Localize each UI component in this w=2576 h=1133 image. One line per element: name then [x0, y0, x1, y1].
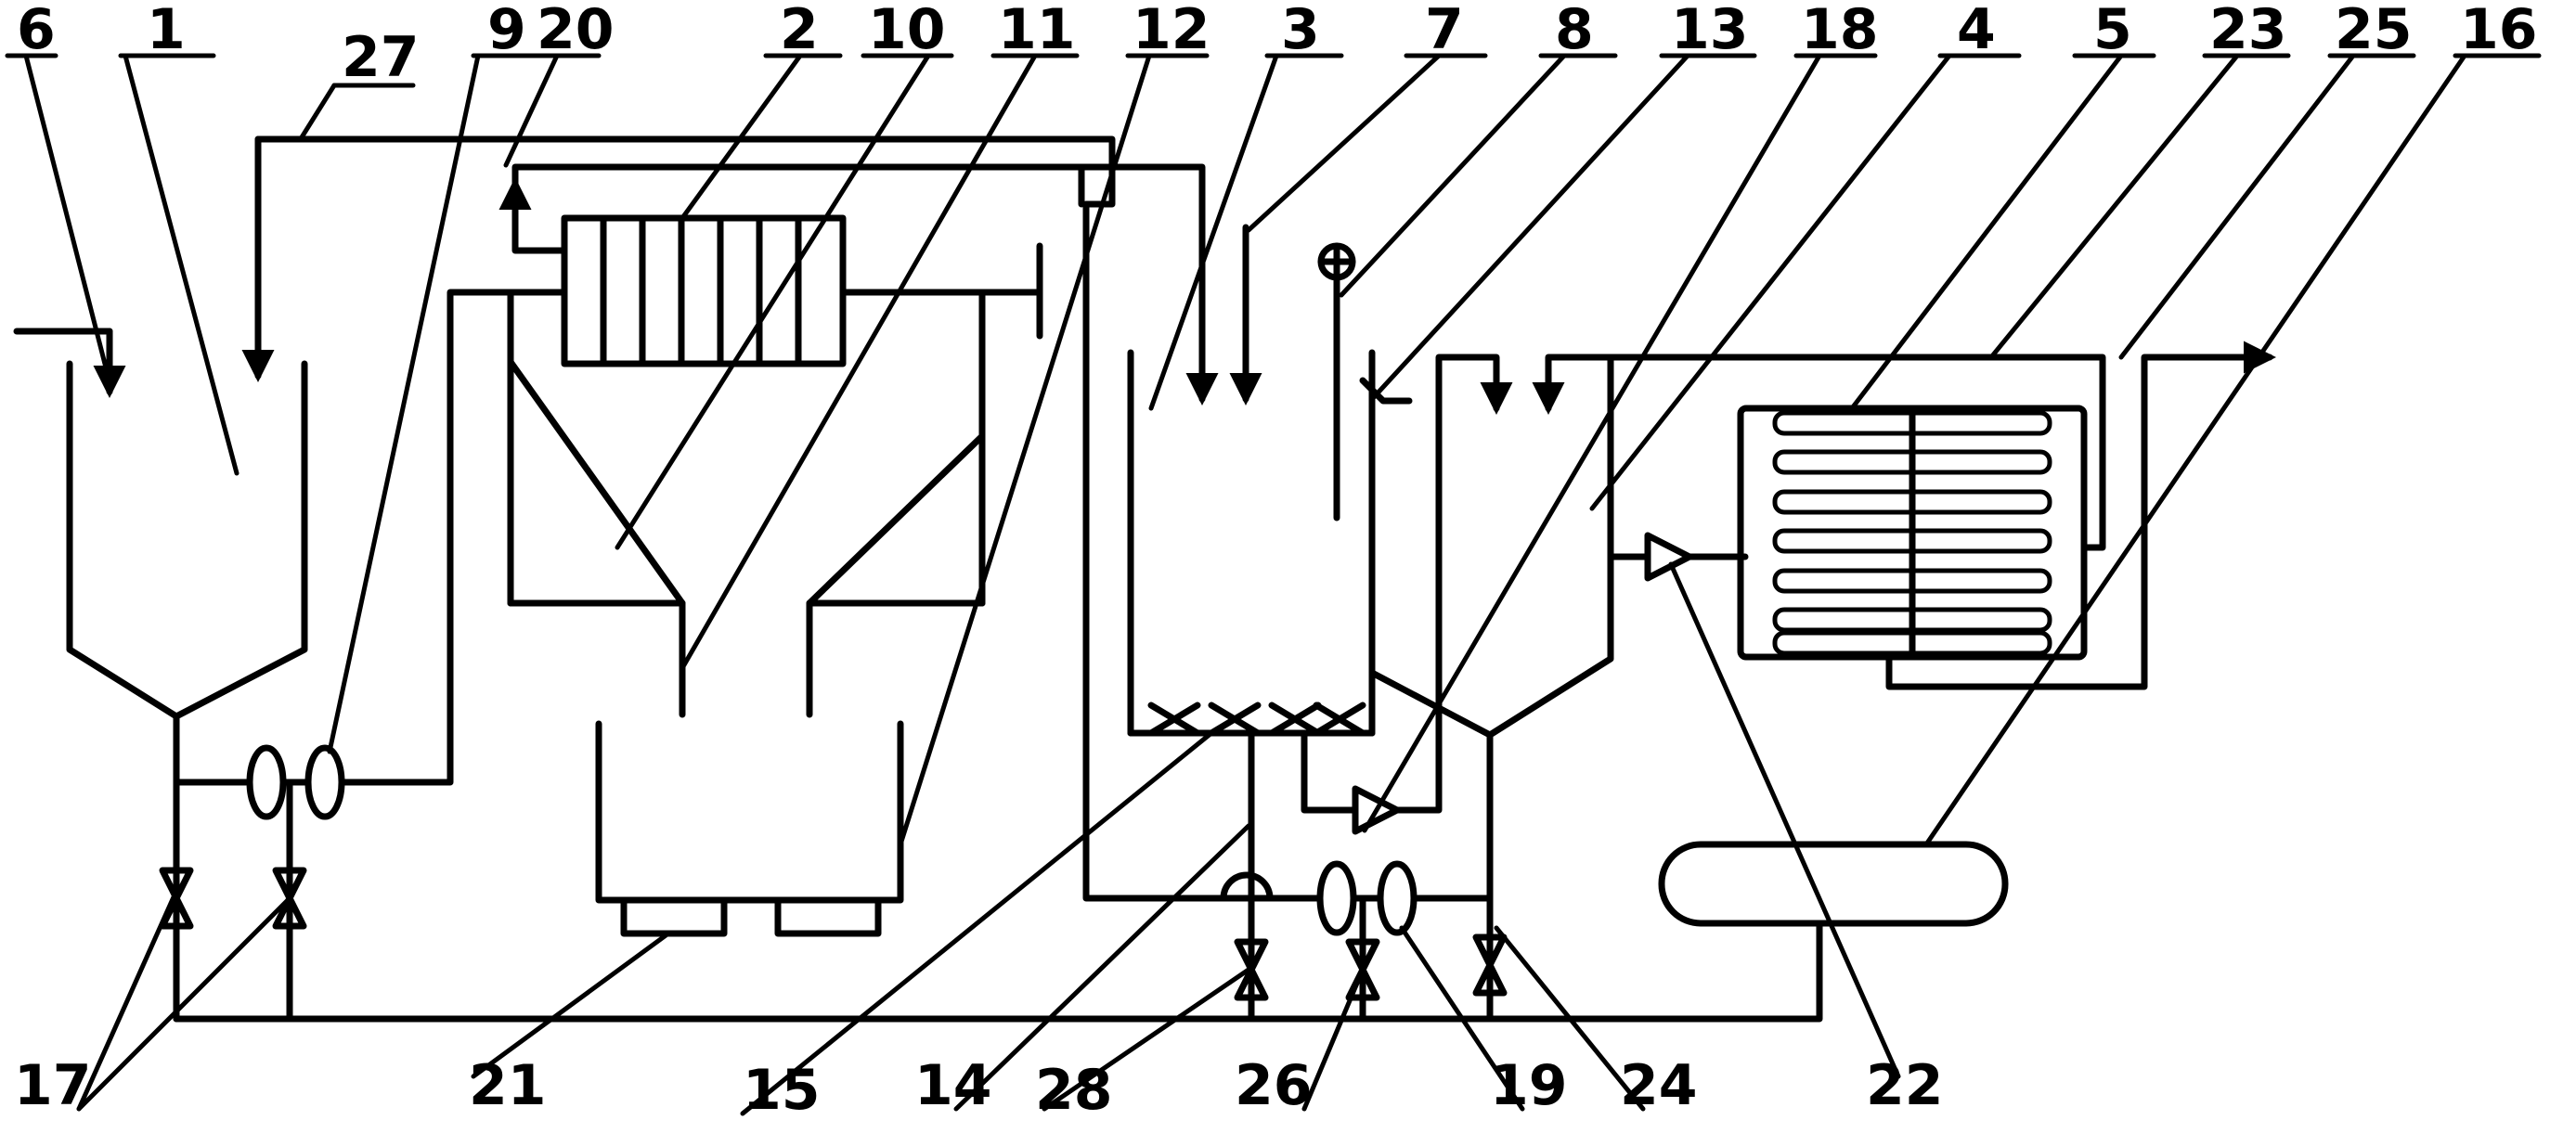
line-to-tank-3	[1078, 163, 1219, 406]
label-19: 19	[1490, 1053, 1568, 1118]
valve-17a	[159, 867, 194, 930]
membrane-return-23	[1532, 354, 2106, 551]
membrane-module-5	[1737, 405, 2088, 661]
storage-tank-16	[1658, 841, 2009, 927]
label-26: 26	[1235, 1053, 1313, 1118]
label-24: 24	[1620, 1053, 1698, 1118]
label-5: 5	[2093, 0, 2132, 62]
unit-2-heat-exchanger	[561, 214, 1043, 367]
label-22: 22	[1866, 1053, 1944, 1118]
label-3: 3	[1281, 0, 1320, 62]
label-23: 23	[2209, 0, 2287, 62]
pipe-to-pump-lower	[1301, 729, 1359, 814]
exhaust-20-line	[511, 163, 1085, 254]
settler-10-11-12	[507, 289, 986, 937]
label-9: 9	[487, 0, 526, 62]
permeate-25	[1885, 341, 2276, 690]
label-7: 7	[1425, 0, 1464, 62]
label-25: 25	[2335, 0, 2413, 62]
pump-19a	[1316, 860, 1357, 936]
recycle-27-line	[254, 135, 1271, 902]
pump-22a	[1352, 785, 1401, 835]
label-6: 6	[17, 0, 56, 62]
label-17: 17	[14, 1053, 92, 1118]
label-16: 16	[2460, 0, 2538, 62]
gauge-8	[1317, 242, 1356, 521]
label-20: 20	[537, 0, 615, 62]
label-4: 4	[1957, 0, 1996, 62]
pump-22b	[1644, 532, 1693, 582]
aerator-15	[1147, 702, 1366, 737]
valve-24	[1472, 933, 1508, 997]
label-14: 14	[914, 1053, 992, 1118]
bottom-return-line	[173, 920, 1823, 1023]
label-11: 11	[998, 0, 1076, 62]
number-labels: 6 1 27 9 20 2 10 11 12 3 7 8 13 18 4 5 2…	[14, 0, 2538, 1123]
label-27: 27	[342, 25, 420, 90]
label-8: 8	[1555, 0, 1594, 62]
pump-19b	[1377, 860, 1417, 936]
label-1: 1	[147, 0, 186, 62]
valve-13	[1359, 377, 1413, 405]
pump-9a	[246, 744, 287, 820]
label-10: 10	[868, 0, 946, 62]
leader-lines	[5, 53, 2542, 1116]
label-21: 21	[469, 1053, 547, 1118]
label-13: 13	[1671, 0, 1749, 62]
label-28: 28	[1035, 1058, 1113, 1123]
pipe-hop-14	[1220, 871, 1274, 902]
valve-28	[1234, 938, 1269, 1001]
label-15: 15	[743, 1058, 821, 1123]
label-2: 2	[780, 0, 819, 62]
label-18: 18	[1801, 0, 1879, 62]
label-12: 12	[1133, 0, 1210, 62]
pipe-pump-to-tank-4	[1393, 354, 1513, 814]
pump-9b	[304, 744, 345, 820]
